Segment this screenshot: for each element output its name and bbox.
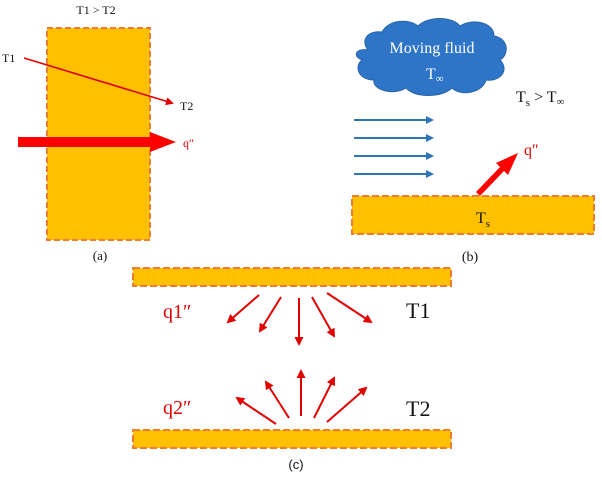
bottom-surface-slab (132, 429, 452, 449)
top-surface-slab (132, 267, 452, 287)
radiation-ray (326, 292, 373, 324)
radiation-ray (258, 296, 282, 333)
radiation-ray (326, 386, 368, 423)
panel-a-condition: T1 > T2 (76, 3, 115, 17)
panel-a-conduction: T1 > T2 T1 T2 q″ (a) (2, 3, 194, 263)
flow-arrows (354, 116, 434, 178)
fluid-temperature-label: T∞ (426, 66, 444, 85)
panel-c-caption: (c) (288, 457, 303, 472)
surface-temperature-label: Ts (476, 210, 490, 230)
bottom-surface-temp: T2 (406, 396, 430, 421)
panel-a-temp-t2: T2 (180, 99, 193, 113)
panel-b-surface-slab (351, 195, 595, 235)
radiation-ray (264, 380, 290, 419)
bottom-flux-label: q2″ (163, 397, 191, 419)
panel-b-flux-label: q″ (524, 142, 539, 159)
panel-b-condition: Ts > T∞ (516, 89, 565, 109)
panel-b-convection: Moving fluid T∞ Ts > T∞ q″ Ts (b) (351, 18, 595, 265)
moving-fluid-cloud (355, 18, 507, 96)
radiation-ray (235, 396, 277, 425)
radiation-ray (226, 294, 260, 324)
top-radiation-rays (226, 292, 373, 346)
panel-a-slab (46, 27, 151, 241)
temperature-profile-line (23, 57, 174, 106)
panel-a-heat-flux-arrow (18, 132, 176, 152)
panel-a-temp-t1: T1 (2, 51, 15, 65)
top-surface-temp: T1 (406, 298, 430, 323)
panel-c-radiation: q1″ T1 q2″ T2 (c) (132, 267, 452, 472)
panel-a-caption: (a) (93, 248, 107, 263)
panel-a-flux-label: q″ (183, 136, 194, 150)
panel-b-caption: (b) (462, 250, 479, 265)
radiation-ray (313, 376, 335, 419)
moving-fluid-label: Moving fluid (390, 40, 475, 57)
bottom-radiation-rays (235, 369, 368, 425)
top-flux-label: q1″ (163, 301, 191, 323)
panel-b-heat-flux-arrow (476, 153, 518, 196)
radiation-ray (311, 296, 335, 338)
